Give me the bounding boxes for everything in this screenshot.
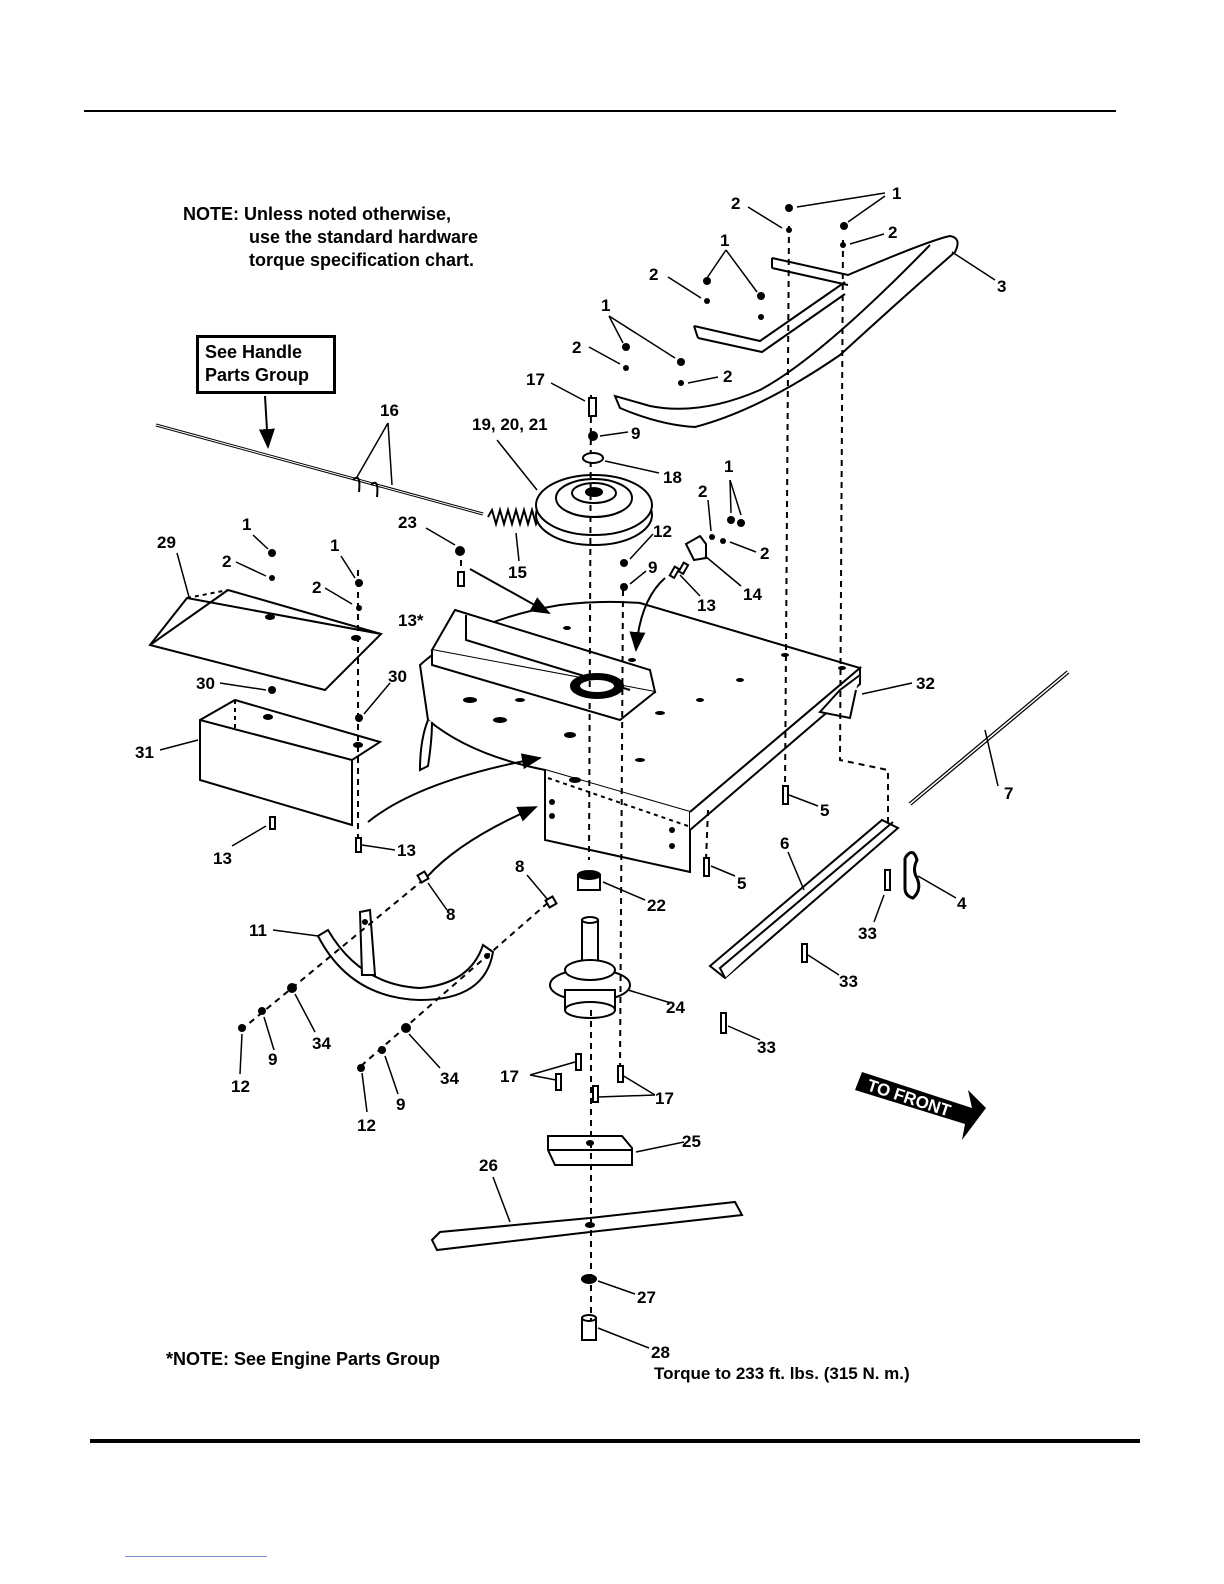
callout-11: 11 (249, 921, 267, 940)
callout-5: 5 (820, 801, 829, 820)
spring (487, 506, 541, 528)
callout-2: 2 (649, 265, 658, 284)
callout-12: 12 (231, 1077, 250, 1096)
callout-12: 12 (357, 1116, 376, 1135)
handle-tube-assembly (613, 234, 959, 429)
callout-15: 15 (508, 563, 527, 582)
callout-6: 6 (780, 834, 789, 853)
callout-28: 28 (651, 1343, 670, 1362)
see-handle-line-1: See Handle (205, 342, 303, 362)
rod-7-highlight (909, 671, 1069, 805)
callout-2: 2 (572, 338, 581, 357)
torque-note: Torque to 233 ft. lbs. (315 N. m.) (654, 1364, 910, 1383)
callout-13: 13 (213, 849, 232, 868)
callout-9: 9 (396, 1095, 405, 1114)
spindle-assembly (549, 916, 631, 1019)
callout-7: 7 (1004, 784, 1013, 803)
to-front-label: TO FRONT (865, 1076, 954, 1121)
callout-34: 34 (312, 1034, 331, 1053)
callout-4: 4 (957, 894, 967, 913)
footer-link-underline[interactable] (125, 1556, 267, 1557)
see-handle-line-2: Parts Group (205, 365, 310, 385)
blade-adapter (547, 1135, 633, 1166)
callout-1: 1 (242, 515, 251, 534)
callout-17: 17 (526, 370, 545, 389)
callout-26: 26 (479, 1156, 498, 1175)
callout-12: 12 (653, 522, 672, 541)
callout-2: 2 (731, 194, 740, 213)
callout-30: 30 (196, 674, 215, 693)
callout-14: 14 (743, 585, 762, 604)
clutch-pulley (535, 474, 653, 546)
callout-2: 2 (888, 223, 897, 242)
callout-13: 13 (397, 841, 416, 860)
callout-1: 1 (330, 536, 339, 555)
chute-guard-29 (148, 589, 384, 692)
hardware-note-line-2: use the standard hardware (249, 227, 479, 247)
side-baffle (708, 818, 900, 980)
callout-34: 34 (440, 1069, 459, 1088)
callout-30: 30 (388, 667, 407, 686)
hardware-note-line-3: torque specification chart. (249, 250, 475, 270)
callout-32: 32 (916, 674, 935, 693)
callout-1: 1 (601, 296, 610, 315)
callout-19-20-21: 19, 20, 21 (472, 415, 548, 434)
callout-33: 33 (858, 924, 877, 943)
callout-1: 1 (724, 457, 733, 476)
engine-parts-note: *NOTE: See Engine Parts Group (166, 1349, 441, 1369)
hardware-bolts (269, 397, 891, 1103)
to-front-arrow: TO FRONT (855, 1072, 986, 1140)
callout-17: 17 (655, 1089, 674, 1108)
callout-2: 2 (312, 578, 321, 597)
callout-24: 24 (666, 998, 685, 1017)
callout-8: 8 (446, 905, 455, 924)
callout-9: 9 (268, 1050, 277, 1069)
callout-2: 2 (723, 367, 732, 386)
callout-8: 8 (515, 857, 524, 876)
hitch-pin (903, 851, 921, 900)
callout-18: 18 (663, 468, 682, 487)
baffle-bracket (316, 908, 495, 1002)
callout-22: 22 (647, 896, 666, 915)
callout-16: 16 (380, 401, 399, 420)
callout-13: 13 (697, 596, 716, 615)
washer-18 (582, 452, 604, 464)
hardware-note-line-1: NOTE: Unless noted otherwise, (183, 204, 452, 224)
callout-3: 3 (997, 277, 1006, 296)
see-handle-arrow (258, 395, 275, 449)
callout-9: 9 (631, 424, 640, 443)
callout-13-asterisk: 13* (398, 611, 424, 630)
chute-guard-31 (199, 698, 383, 827)
callout-33: 33 (757, 1038, 776, 1057)
callout-25: 25 (682, 1132, 701, 1151)
callout-33: 33 (839, 972, 858, 991)
callout-numbers: 1 2 2 3 1 2 1 2 2 17 9 18 19, 20, 21 16 … (135, 184, 1013, 1362)
spacer-bushing (577, 870, 601, 891)
callout-23: 23 (398, 513, 417, 532)
callout-9: 9 (648, 558, 657, 577)
control-rod (155, 423, 484, 516)
callout-27: 27 (637, 1288, 656, 1307)
blade-washer (581, 1274, 597, 1284)
assembly-arrows (367, 568, 666, 878)
callout-1: 1 (892, 184, 901, 203)
callout-2: 2 (760, 544, 769, 563)
blade-bolt (581, 1314, 597, 1341)
callout-1: 1 (720, 231, 729, 250)
callout-29: 29 (157, 533, 176, 552)
mower-blade (430, 1200, 744, 1252)
callout-31: 31 (135, 743, 154, 762)
callout-17: 17 (500, 1067, 519, 1086)
cable-bracket (684, 534, 707, 562)
callout-2: 2 (222, 552, 231, 571)
callout-5: 5 (737, 874, 746, 893)
see-handle-parts-box[interactable]: See Handle Parts Group (196, 335, 336, 394)
hardware-note: NOTE: Unless noted otherwise, use the st… (183, 203, 478, 272)
callout-2: 2 (698, 482, 707, 501)
hardware-nuts (238, 204, 848, 1072)
callout-leaders (159, 192, 999, 1349)
